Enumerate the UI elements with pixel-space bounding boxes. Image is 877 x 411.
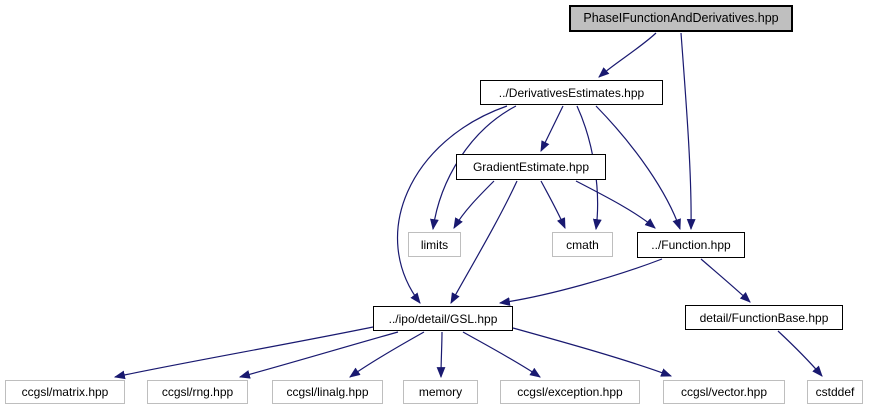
edge-derivEst-function (595, 105, 681, 231)
node-derivativesestimates[interactable]: ../DerivativesEstimates.hpp (480, 80, 663, 105)
node-ccgsl-linalg: ccgsl/linalg.hpp (272, 380, 383, 404)
edge-derivEst-gsl (396, 105, 508, 304)
node-limits: limits (408, 232, 461, 257)
edge-gsl-exception (462, 331, 541, 378)
node-gradientestimate[interactable]: GradientEstimate.hpp (456, 154, 606, 180)
edge-gradEst-gsl (450, 180, 518, 304)
edge-phaseI-function (680, 32, 696, 231)
edge-derivEst-gradEst (540, 105, 564, 152)
edge-gsl-matrix (113, 326, 374, 380)
edge-gsl-rng (238, 331, 399, 379)
node-ccgsl-vector: ccgsl/vector.hpp (663, 380, 785, 404)
edge-gradEst-cmath (540, 180, 566, 230)
node-ccgsl-rng: ccgsl/rng.hpp (147, 380, 248, 404)
edge-gsl-memory (436, 331, 446, 379)
node-function[interactable]: ../Function.hpp (637, 232, 745, 258)
edge-funcBase-cstddef (777, 330, 823, 377)
node-ccgsl-matrix: ccgsl/matrix.hpp (5, 380, 125, 404)
edge-gsl-linalg (349, 331, 425, 378)
node-cstddef: cstddef (807, 380, 863, 404)
edge-gsl-vector (512, 327, 673, 377)
edge-gradEst-limits (453, 180, 495, 229)
edge-gradEst-function (575, 180, 656, 229)
node-ccgsl-exception: ccgsl/exception.hpp (500, 380, 640, 404)
edge-function-funcBase (700, 258, 751, 303)
node-ipo-detail-gsl[interactable]: ../ipo/detail/GSL.hpp (373, 306, 513, 331)
node-detail-functionbase[interactable]: detail/FunctionBase.hpp (685, 305, 843, 330)
node-memory: memory (403, 380, 478, 404)
edge-function-gsl (498, 258, 663, 306)
node-cmath: cmath (552, 232, 613, 257)
edge-phaseI-derivEst (598, 32, 657, 78)
node-phaseifunctionandderivatives: PhaseIFunctionAndDerivatives.hpp (569, 5, 793, 32)
